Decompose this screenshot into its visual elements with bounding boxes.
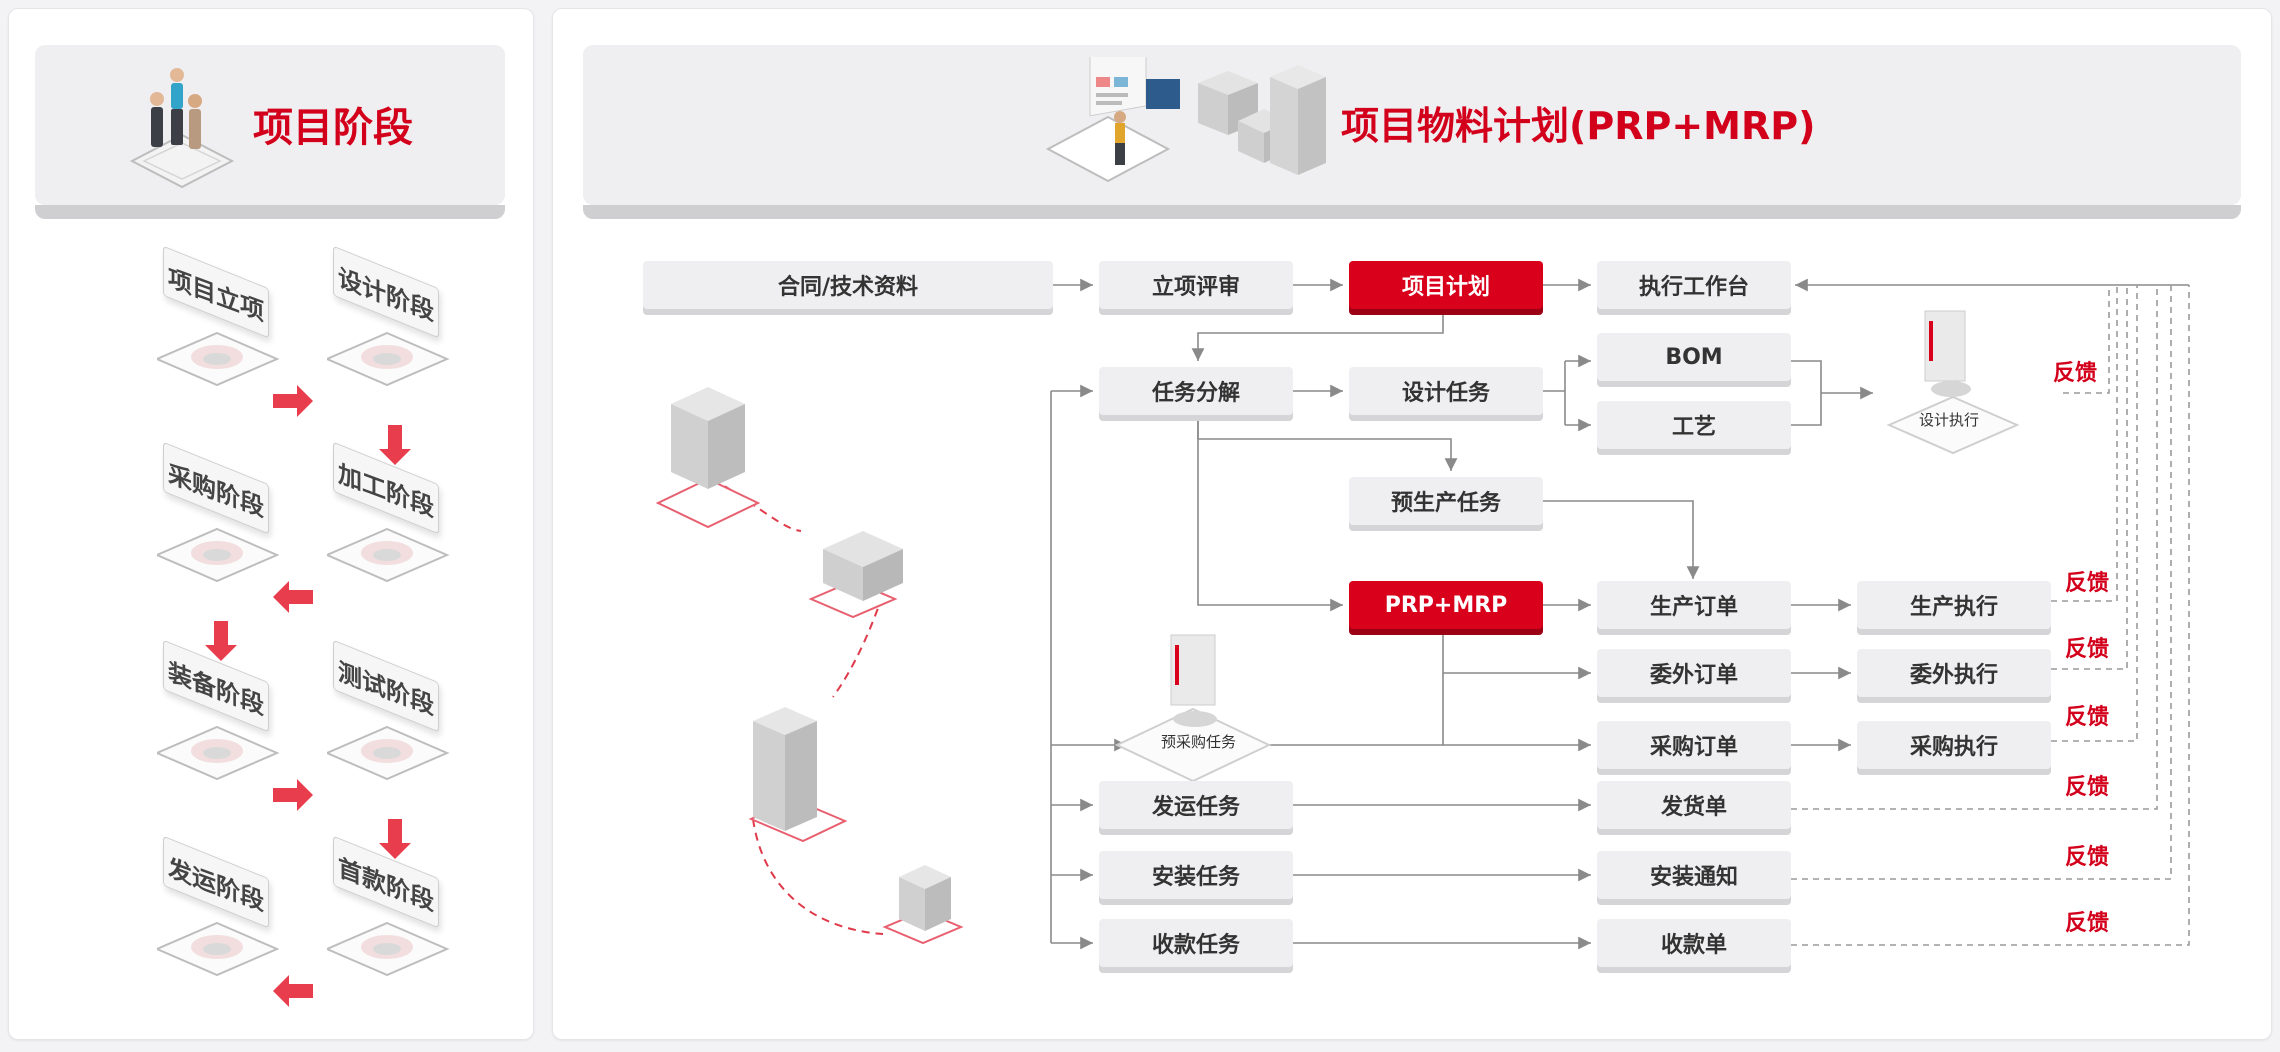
stage-plate-icon <box>327 921 450 977</box>
pre-purchase-pedestal <box>1114 634 1272 783</box>
feedback-label: 反馈 <box>2065 571 2110 596</box>
task-split-box: 任务分解 <box>1099 367 1293 415</box>
stage-tile: 装备阶段 <box>157 639 297 789</box>
purchase-order-box: 采购订单 <box>1597 721 1791 769</box>
stage-tile: 项目立项 <box>157 245 297 395</box>
feedback-label: 反馈 <box>2053 361 2098 386</box>
stage-arrow-icon <box>273 975 313 1007</box>
stage-arrow-icon <box>273 581 313 613</box>
stage-tile: 加工阶段 <box>327 441 467 591</box>
stage-tile: 首款阶段 <box>327 835 467 985</box>
stage-arrow-icon <box>273 779 313 811</box>
stage-tile: 发运阶段 <box>157 835 297 985</box>
install-task-box: 安装任务 <box>1099 851 1293 899</box>
feedback-label: 反馈 <box>2065 845 2110 870</box>
plan-header: 项目物料计划(PRP+MRP) <box>583 45 2241 219</box>
design-exec-pedestal <box>1886 310 2020 455</box>
outsource-order-box: 委外订单 <box>1597 649 1791 697</box>
install-notice-box: 安装通知 <box>1597 851 1791 899</box>
stage-arrow-icon <box>273 385 313 417</box>
stage-arrow-icon <box>379 819 411 859</box>
craft-box: 工艺 <box>1597 401 1791 449</box>
flow-connectors <box>655 278 2190 950</box>
purchase-exec-box: 采购执行 <box>1857 721 2051 769</box>
ship-task-box: 发运任务 <box>1099 781 1293 829</box>
stage-title: 项目阶段 <box>253 105 413 151</box>
pre-purchase-label: 预采购任务 <box>1161 733 1237 751</box>
stage-tile: 设计阶段 <box>327 245 467 395</box>
collect-doc-box: 收款单 <box>1597 919 1791 967</box>
design-exec-label: 设计执行 <box>1919 411 1980 429</box>
feedback-label: 反馈 <box>2065 775 2110 800</box>
plan-title: 项目物料计划(PRP+MRP) <box>1341 104 1816 148</box>
stage-arrow-icon <box>205 621 237 661</box>
feedback-label: 反馈 <box>2065 705 2110 730</box>
planning-illustration-icon <box>1045 57 1326 183</box>
stage-plate-icon <box>157 921 280 977</box>
prod-order-box: 生产订单 <box>1597 581 1791 629</box>
buildings-illustration <box>655 387 964 945</box>
plan-panel: 项目物料计划(PRP+MRP) <box>552 8 2272 1040</box>
stage-tile: 测试阶段 <box>327 639 467 789</box>
bom-box: BOM <box>1597 333 1791 381</box>
contract-box: 合同/技术资料 <box>643 261 1053 309</box>
prp-mrp-box: PRP+MRP <box>1349 581 1543 629</box>
team-illustration-icon <box>129 68 235 189</box>
stage-plate-icon <box>157 331 280 387</box>
design-task-box: 设计任务 <box>1349 367 1543 415</box>
stage-arrow-icon <box>379 425 411 465</box>
prod-exec-box: 生产执行 <box>1857 581 2051 629</box>
ship-doc-box: 发货单 <box>1597 781 1791 829</box>
collect-task-box: 收款任务 <box>1099 919 1293 967</box>
feedback-label: 反馈 <box>2065 637 2110 662</box>
stage-tile: 采购阶段 <box>157 441 297 591</box>
stage-plate-icon <box>327 527 450 583</box>
stage-plate-icon <box>157 725 280 781</box>
preprod-task-box: 预生产任务 <box>1349 477 1543 525</box>
feedback-label: 反馈 <box>2065 911 2110 936</box>
stage-plate-icon <box>327 725 450 781</box>
stage-plate-icon <box>327 331 450 387</box>
outsource-exec-box: 委外执行 <box>1857 649 2051 697</box>
stage-header: 项目阶段 <box>35 45 505 219</box>
stage-plate-icon <box>157 527 280 583</box>
workbench-box: 执行工作台 <box>1597 261 1791 309</box>
stage-panel: 项目阶段 项目立项设计阶段加工阶段采购阶段装备阶段测试阶段首款阶段发运阶段 <box>8 8 534 1040</box>
project-plan-box: 项目计划 <box>1349 261 1543 309</box>
review-box: 立项评审 <box>1099 261 1293 309</box>
